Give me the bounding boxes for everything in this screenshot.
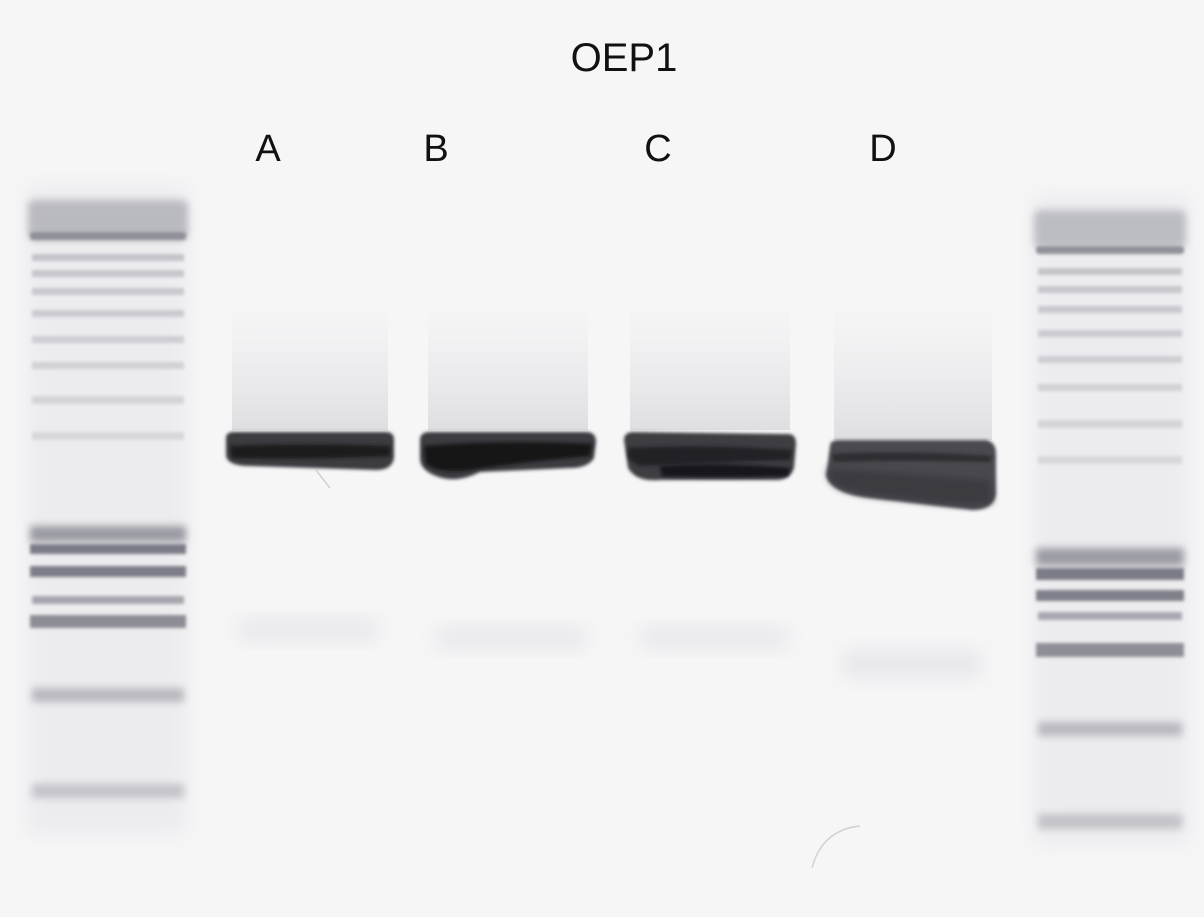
ladder-band [1038,330,1182,337]
ladder-band [1038,456,1182,464]
ladder-band [1038,356,1182,363]
ladder-band [1038,268,1182,275]
lane-d [826,300,996,678]
ladder-band [32,596,184,604]
ladder-band [1036,246,1184,254]
lane-b [420,300,596,648]
lane-label-c: C [644,128,672,170]
ladder-band [32,432,184,440]
ladder-band [30,526,186,542]
ladder-band [30,615,186,628]
lane-label-a: A [255,128,281,170]
ladder-band [30,566,186,577]
ladder-band [32,688,184,702]
ladder-band [1038,306,1182,313]
gel-title: OEP1 [570,36,678,80]
scratch [315,469,331,489]
ladder-band [1038,814,1182,829]
ladder-band [1038,420,1182,428]
lane-label-d: D [869,128,897,170]
lane-a [226,300,394,640]
ladder-band [30,544,186,554]
ladder-left [26,185,188,835]
scratch [811,825,861,869]
ladder-band [1038,384,1182,391]
ladder-band [1036,548,1184,566]
ladder-band [32,254,184,261]
ladder-band [32,362,184,369]
ladder-band [1036,643,1184,657]
ladder-band [32,336,184,343]
ladder-band [30,232,186,240]
ladder-band [32,270,184,277]
ladder-band [1034,210,1186,248]
ladder-band [1036,568,1184,580]
lane-label-b: B [423,128,449,170]
ladder-band [28,200,188,240]
ladder-band [32,784,184,798]
ladder-band [32,288,184,295]
ladder-right [1032,195,1190,845]
ladder-band [1036,590,1184,601]
ladder-band [1038,286,1182,293]
lane-c [624,300,796,648]
ladder-band [1038,612,1182,620]
ladder-band [1038,722,1182,736]
ladder-band [32,396,184,404]
ladder-band [32,310,184,317]
